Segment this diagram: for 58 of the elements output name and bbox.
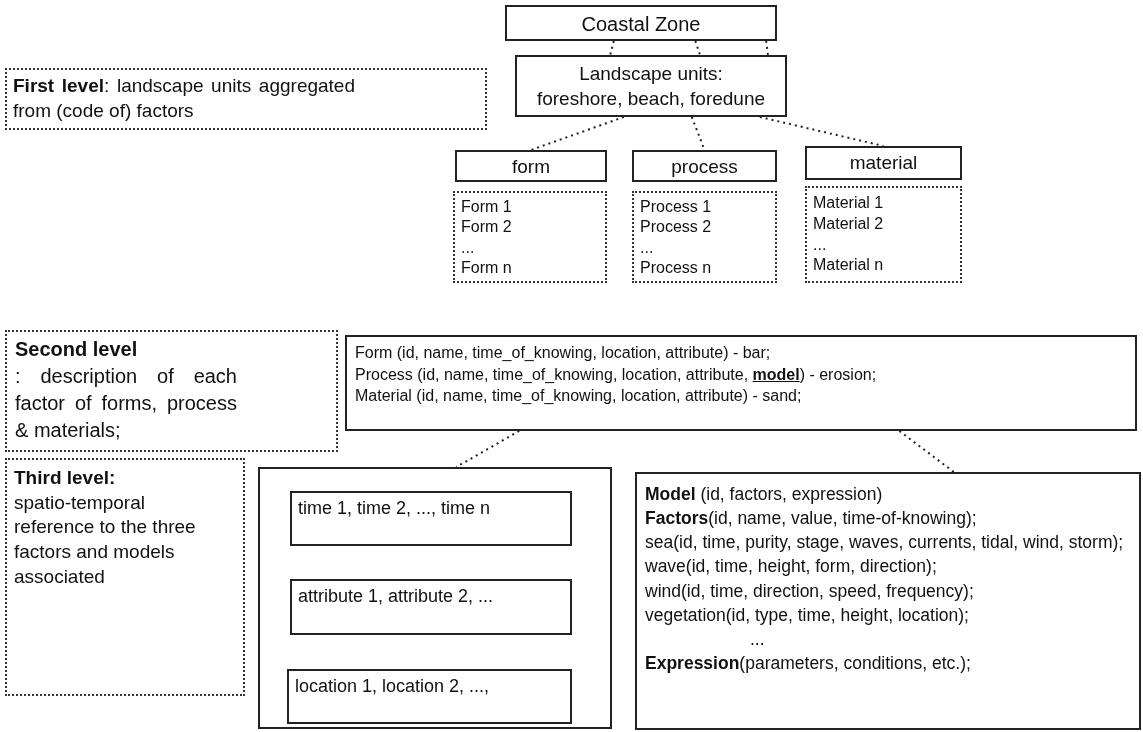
- connector-line: [898, 430, 955, 473]
- level-note: [5, 330, 338, 452]
- level-note: [5, 458, 245, 696]
- node-text: material: [848, 151, 919, 175]
- node-text: Process (id, name, time_of_knowing, location, attribute, model) - erosion;: [355, 364, 878, 385]
- list-box: [453, 191, 607, 283]
- node-text: vegetation(id, type, time, height, location);: [645, 603, 970, 627]
- node-text: Third level: spatio-temporal reference to the three factors and models associated: [14, 466, 197, 589]
- connector-line: [694, 40, 701, 56]
- connector-line: [455, 430, 521, 468]
- description-box: [345, 335, 1137, 431]
- node-text: process: [670, 155, 739, 179]
- container-box: [258, 467, 612, 729]
- node-text: ...: [813, 234, 828, 255]
- connector-line: [758, 116, 885, 147]
- node-text: Form 2: [461, 217, 513, 238]
- node-text: Model (id, factors, expression): [645, 483, 884, 506]
- node-text: Expression(parameters, conditions, etc.);: [645, 652, 972, 675]
- node-text: Landscape units: foreshore, beach, foredune: [535, 62, 767, 111]
- node-text: ...: [749, 627, 766, 651]
- node-text: wave(id, time, height, form, direction);: [645, 555, 938, 579]
- node-text: Form 1: [461, 197, 513, 217]
- category-box: [805, 146, 962, 180]
- node-text: Form (id, name, time_of_knowing, location, attribute) - bar;: [355, 343, 772, 363]
- model-box: [635, 472, 1141, 730]
- level-note: [5, 68, 487, 130]
- node-text: Form n: [461, 257, 513, 278]
- list-box: [632, 191, 777, 283]
- node-text: First level: landscape units aggregated from (code of) factors: [13, 74, 355, 123]
- reference-box: [287, 669, 572, 724]
- title-box: [505, 5, 777, 41]
- category-box: [455, 150, 607, 182]
- node-text: Material n: [813, 255, 885, 276]
- node-text: wind(id, time, direction, speed, frequency);: [645, 579, 975, 603]
- connector-line: [530, 116, 625, 151]
- node-text: Material (id, name, time_of_knowing, location, attribute) - sand;: [355, 386, 803, 407]
- node-text: ...: [461, 237, 476, 258]
- category-box: [632, 150, 777, 182]
- node-text: Material 1: [813, 193, 885, 213]
- node-text: sea(id, time, purity, stage, waves, currents, tidal, wind, storm);: [645, 531, 1125, 555]
- process-box: [515, 55, 787, 117]
- node-text: ...: [640, 237, 655, 258]
- connector-line: [765, 40, 769, 56]
- reference-box: [290, 579, 572, 635]
- list-box: [805, 186, 962, 283]
- node-text: Process 1: [640, 197, 713, 217]
- node-text: Factors(id, name, value, time-of-knowing);: [645, 507, 978, 531]
- node-text: Second level: description of each factor of forms, process & materials;: [15, 337, 237, 443]
- reference-box: [290, 491, 572, 546]
- node-text: Process 2: [640, 217, 713, 238]
- node-text: Coastal Zone: [580, 12, 702, 37]
- connector-line: [609, 40, 615, 56]
- node-text: form: [511, 155, 551, 179]
- node-text: location 1, location 2, ...,: [295, 675, 491, 698]
- node-text: attribute 1, attribute 2, ...: [298, 585, 495, 608]
- node-text: Process n: [640, 257, 713, 278]
- node-text: time 1, time 2, ..., time n: [298, 497, 492, 520]
- node-text: Material 2: [813, 213, 885, 234]
